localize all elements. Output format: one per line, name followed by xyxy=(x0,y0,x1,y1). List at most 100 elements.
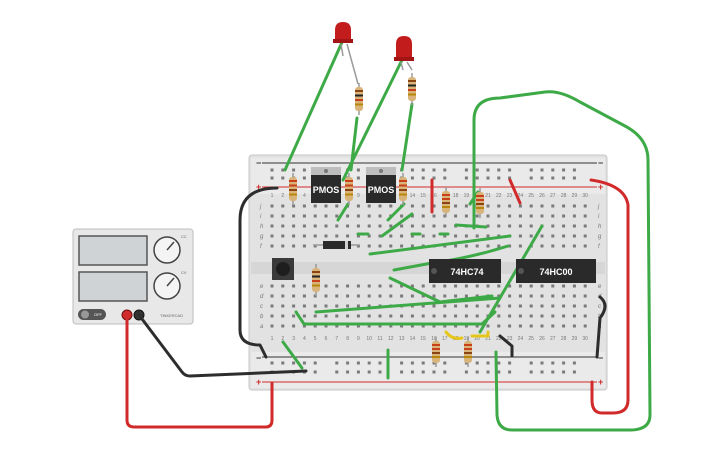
breadboard-hole[interactable] xyxy=(486,176,490,180)
breadboard-hole[interactable] xyxy=(562,234,566,238)
power-supply[interactable]: CC CV OFF TINKERCAD xyxy=(72,228,194,325)
breadboard-hole[interactable] xyxy=(389,224,393,228)
breadboard-hole[interactable] xyxy=(540,168,544,172)
breadboard-hole[interactable] xyxy=(529,224,533,228)
breadboard-hole[interactable] xyxy=(572,204,576,208)
breadboard-hole[interactable] xyxy=(464,314,468,318)
breadboard-hole[interactable] xyxy=(486,204,490,208)
breadboard-hole[interactable] xyxy=(497,314,501,318)
breadboard-hole[interactable] xyxy=(464,370,468,374)
breadboard-hole[interactable] xyxy=(281,304,285,308)
breadboard-hole[interactable] xyxy=(389,234,393,238)
resistor[interactable] xyxy=(345,173,353,205)
breadboard-hole[interactable] xyxy=(583,304,587,308)
breadboard-hole[interactable] xyxy=(454,294,458,298)
breadboard-hole[interactable] xyxy=(432,204,436,208)
wire-long[interactable] xyxy=(368,234,512,256)
breadboard-hole[interactable] xyxy=(443,214,447,218)
breadboard-hole[interactable] xyxy=(292,214,296,218)
breadboard-hole[interactable] xyxy=(367,244,371,248)
breadboard-hole[interactable] xyxy=(281,168,285,172)
breadboard-hole[interactable] xyxy=(421,168,425,172)
breadboard-hole[interactable] xyxy=(281,324,285,328)
breadboard-hole[interactable] xyxy=(540,284,544,288)
breadboard-hole[interactable] xyxy=(335,314,339,318)
breadboard-hole[interactable] xyxy=(562,176,566,180)
breadboard-hole[interactable] xyxy=(421,370,425,374)
breadboard-hole[interactable] xyxy=(464,244,468,248)
breadboard-hole[interactable] xyxy=(302,244,306,248)
breadboard-hole[interactable] xyxy=(335,304,339,308)
breadboard-hole[interactable] xyxy=(410,370,414,374)
breadboard-hole[interactable] xyxy=(529,361,533,365)
breadboard-hole[interactable] xyxy=(356,284,360,288)
breadboard-hole[interactable] xyxy=(529,168,533,172)
breadboard-hole[interactable] xyxy=(583,204,587,208)
breadboard-hole[interactable] xyxy=(270,284,274,288)
breadboard-hole[interactable] xyxy=(432,214,436,218)
breadboard-hole[interactable] xyxy=(508,176,512,180)
wire-supply-negative[interactable] xyxy=(137,313,308,378)
breadboard-hole[interactable] xyxy=(292,304,296,308)
breadboard-hole[interactable] xyxy=(378,234,382,238)
breadboard-hole[interactable] xyxy=(367,361,371,365)
breadboard-hole[interactable] xyxy=(443,168,447,172)
breadboard-hole[interactable] xyxy=(562,324,566,328)
breadboard-hole[interactable] xyxy=(410,176,414,180)
breadboard-hole[interactable] xyxy=(302,324,306,328)
breadboard-hole[interactable] xyxy=(270,224,274,228)
ic-74hc74[interactable]: 74HC74 xyxy=(429,259,501,283)
breadboard-hole[interactable] xyxy=(551,176,555,180)
breadboard-hole[interactable] xyxy=(346,324,350,328)
wire-r1-pmos[interactable] xyxy=(349,116,359,172)
breadboard-hole[interactable] xyxy=(583,214,587,218)
breadboard-hole[interactable] xyxy=(292,284,296,288)
breadboard-hole[interactable] xyxy=(421,324,425,328)
breadboard-hole[interactable] xyxy=(454,284,458,288)
breadboard-hole[interactable] xyxy=(335,224,339,228)
breadboard-hole[interactable] xyxy=(421,234,425,238)
breadboard-hole[interactable] xyxy=(518,214,522,218)
breadboard-hole[interactable] xyxy=(324,294,328,298)
breadboard-hole[interactable] xyxy=(356,176,360,180)
breadboard-hole[interactable] xyxy=(508,361,512,365)
breadboard-hole[interactable] xyxy=(400,244,404,248)
pushbutton[interactable] xyxy=(272,258,294,280)
breadboard-hole[interactable] xyxy=(432,314,436,318)
breadboard-hole[interactable] xyxy=(292,294,296,298)
breadboard-hole[interactable] xyxy=(508,324,512,328)
breadboard-hole[interactable] xyxy=(562,284,566,288)
wire-short[interactable] xyxy=(380,212,414,238)
breadboard-hole[interactable] xyxy=(346,294,350,298)
breadboard-hole[interactable] xyxy=(486,361,490,365)
breadboard-hole[interactable] xyxy=(562,304,566,308)
led-1[interactable] xyxy=(333,22,359,85)
breadboard-hole[interactable] xyxy=(367,304,371,308)
breadboard-hole[interactable] xyxy=(497,304,501,308)
breadboard-hole[interactable] xyxy=(270,214,274,218)
breadboard-hole[interactable] xyxy=(270,234,274,238)
breadboard-hole[interactable] xyxy=(324,234,328,238)
breadboard-hole[interactable] xyxy=(281,214,285,218)
breadboard-hole[interactable] xyxy=(281,176,285,180)
breadboard-hole[interactable] xyxy=(313,324,317,328)
breadboard-hole[interactable] xyxy=(281,314,285,318)
breadboard-hole[interactable] xyxy=(529,284,533,288)
breadboard-hole[interactable] xyxy=(562,361,566,365)
breadboard-hole[interactable] xyxy=(292,224,296,228)
breadboard-hole[interactable] xyxy=(486,234,490,238)
breadboard-hole[interactable] xyxy=(432,224,436,228)
breadboard-hole[interactable] xyxy=(562,224,566,228)
breadboard-hole[interactable] xyxy=(356,304,360,308)
resistor[interactable] xyxy=(312,264,320,296)
breadboard-hole[interactable] xyxy=(551,284,555,288)
breadboard-hole[interactable] xyxy=(497,176,501,180)
breadboard-hole[interactable] xyxy=(572,361,576,365)
breadboard-hole[interactable] xyxy=(583,294,587,298)
breadboard-hole[interactable] xyxy=(335,214,339,218)
breadboard-hole[interactable] xyxy=(281,224,285,228)
breadboard-hole[interactable] xyxy=(324,314,328,318)
breadboard-hole[interactable] xyxy=(270,294,274,298)
breadboard-hole[interactable] xyxy=(540,234,544,238)
breadboard-hole[interactable] xyxy=(486,284,490,288)
